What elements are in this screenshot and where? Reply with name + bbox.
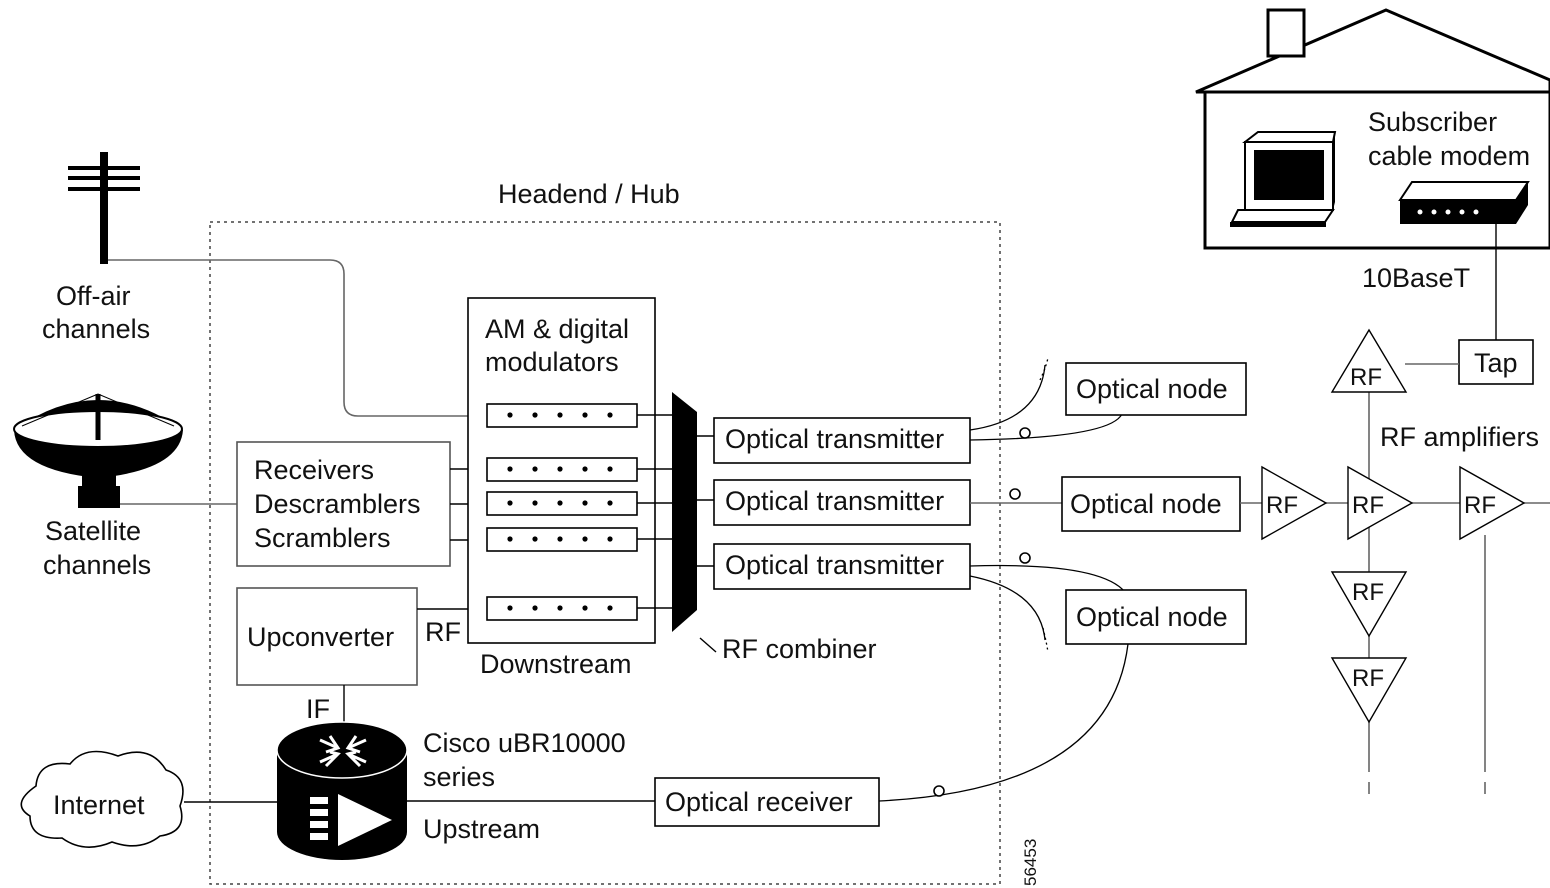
tenbaset-label: 10BaseT (1362, 263, 1470, 293)
optical-transmitter-label: Optical transmitter (725, 550, 944, 580)
fiber-link (969, 413, 1123, 441)
subscriber-label-1: Subscriber (1368, 107, 1497, 137)
receivers-label: Receivers (254, 455, 374, 485)
satellite-dish-icon (13, 393, 183, 508)
optical-receiver-box (654, 777, 880, 827)
rf-amplifier-icon (1347, 465, 1414, 541)
modulator-card (486, 527, 638, 552)
receivers-box (236, 441, 451, 567)
fiber-link (969, 564, 1126, 593)
rf-amplifier-label: RF (1464, 492, 1496, 519)
fiber-link (969, 364, 1046, 431)
descramblers-label: Descramblers (254, 489, 421, 519)
rf-amplifiers-label: RF amplifiers (1380, 422, 1539, 452)
rf-upconverter-label: RF (425, 617, 461, 647)
rf-amplifier-label: RF (1352, 665, 1384, 692)
modulators-label-1: AM & digital (485, 314, 629, 344)
modulator-card (486, 457, 638, 482)
headend-boundary (209, 221, 1001, 885)
headend-label: Headend / Hub (498, 179, 680, 209)
optical-node-label: Optical node (1076, 602, 1228, 632)
internet-label: Internet (53, 790, 145, 820)
off-air-line (108, 259, 487, 417)
off-air-label-1: Off-air (56, 281, 131, 311)
rf-amplifier-icon (1330, 571, 1408, 638)
cable-modem-icon (1398, 181, 1530, 224)
modulators-label-2: modulators (485, 347, 619, 377)
modulator-card (486, 403, 638, 428)
optical-receiver-label: Optical receiver (665, 787, 853, 817)
off-air-antenna-icon (68, 152, 140, 264)
upconverter-label: Upconverter (247, 622, 394, 652)
upconverter-box (236, 587, 418, 686)
rf-amplifier-label: RF (1352, 492, 1384, 519)
rf-amplifier-icon (1330, 657, 1408, 724)
rf-amplifier-label: RF (1350, 364, 1382, 391)
downstream-label: Downstream (480, 649, 632, 679)
rf-combiner-label: RF combiner (722, 634, 877, 664)
optical-transmitter-1 (713, 417, 971, 464)
if-label: IF (306, 694, 330, 724)
modulator-card (486, 491, 638, 516)
subscriber-label-2: cable modem (1368, 141, 1530, 171)
optical-node-2 (1061, 476, 1241, 532)
rf-combiner-icon (672, 392, 697, 632)
rf-amplifier-label: RF (1352, 579, 1384, 606)
optical-transmitter-label: Optical transmitter (725, 424, 944, 454)
optical-transmitter-2 (713, 479, 971, 526)
modulator-card (486, 596, 638, 621)
tap-box (1458, 339, 1534, 385)
cmts-label-1: Cisco uBR10000 (423, 728, 626, 758)
computer-icon (1230, 131, 1337, 227)
off-air-label-2: channels (42, 314, 150, 344)
rf-amplifier-icon (1261, 465, 1328, 541)
return-fiber (878, 643, 1129, 802)
optical-transmitter-3 (713, 543, 971, 590)
optical-node-3 (1065, 589, 1247, 645)
rf-amplifier-label: RF (1266, 492, 1298, 519)
optical-transmitter-label: Optical transmitter (725, 486, 944, 516)
cmts-label-2: series (423, 762, 495, 792)
optical-node-label: Optical node (1076, 374, 1228, 404)
upstream-label: Upstream (423, 814, 540, 844)
modulator-cards (486, 403, 638, 621)
satellite-label-2: channels (43, 550, 151, 580)
figure-id: 56453 (1021, 839, 1040, 886)
optical-node-1 (1065, 362, 1247, 416)
optical-node-label: Optical node (1070, 489, 1222, 519)
satellite-label-1: Satellite (45, 516, 141, 546)
rf-amplifier-icon (1459, 465, 1526, 541)
tap-label: Tap (1474, 348, 1518, 378)
rf-amplifier-icon (1330, 328, 1408, 393)
cmts-router-icon (276, 721, 408, 860)
scramblers-label: Scramblers (254, 523, 391, 553)
fiber-link (969, 575, 1046, 641)
internet-cloud-icon (20, 750, 184, 848)
